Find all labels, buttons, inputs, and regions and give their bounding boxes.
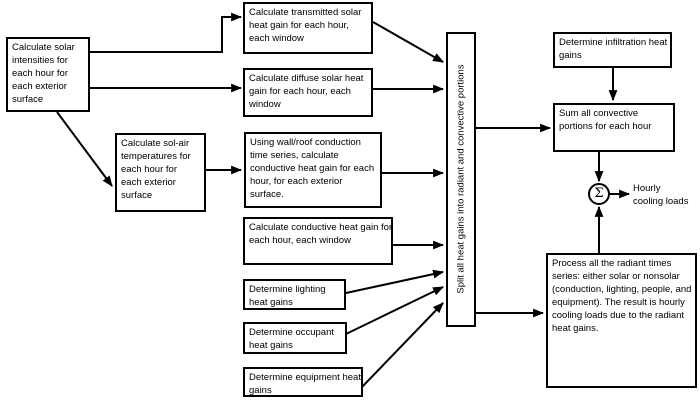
split-radiant-convective-label: Split all heat gains into radiant and co… bbox=[455, 64, 467, 294]
node-occupant-heat-gains: Determine occupant heat gains bbox=[243, 322, 347, 354]
node-solar-intensities: Calculate solar intensities for each hou… bbox=[6, 37, 90, 112]
node-transmitted-solar: Calculate transmitted solar heat gain fo… bbox=[243, 2, 373, 54]
node-wall-roof-conduction: Using wall/roof conduction time series, … bbox=[244, 132, 382, 208]
node-sol-air-temperatures: Calculate sol-air temperatures for each … bbox=[115, 133, 206, 212]
arrow-occupant-to-splitter bbox=[345, 286, 444, 335]
node-process-radiant-times-series: Process all the radiant times series: ei… bbox=[546, 253, 697, 388]
node-infiltration-heat-gains: Determine infiltration heat gains bbox=[553, 32, 672, 68]
node-split-radiant-convective: Split all heat gains into radiant and co… bbox=[446, 32, 476, 327]
arrow-transmitted-to-splitter bbox=[372, 21, 444, 63]
arrow-lighting-to-splitter bbox=[345, 269, 445, 294]
node-sum-convective-portions: Sum all convective portions for each hou… bbox=[553, 103, 675, 152]
node-conductive-window: Calculate conductive heat gain for each … bbox=[243, 217, 393, 265]
node-lighting-heat-gains: Determine lighting heat gains bbox=[243, 279, 346, 310]
arrow-equipment-to-splitter bbox=[361, 302, 444, 388]
node-diffuse-solar: Calculate diffuse solar heat gain for ea… bbox=[243, 68, 373, 117]
node-equipment-heat-gains: Determine equipment heat gains bbox=[243, 367, 363, 397]
summation-node: Σ bbox=[588, 183, 610, 205]
arrow-solar-to-transmitted bbox=[90, 12, 243, 53]
hourly-cooling-loads-label: Hourly cooling loads bbox=[633, 183, 689, 207]
arrow-solar-to-solair bbox=[56, 111, 113, 187]
